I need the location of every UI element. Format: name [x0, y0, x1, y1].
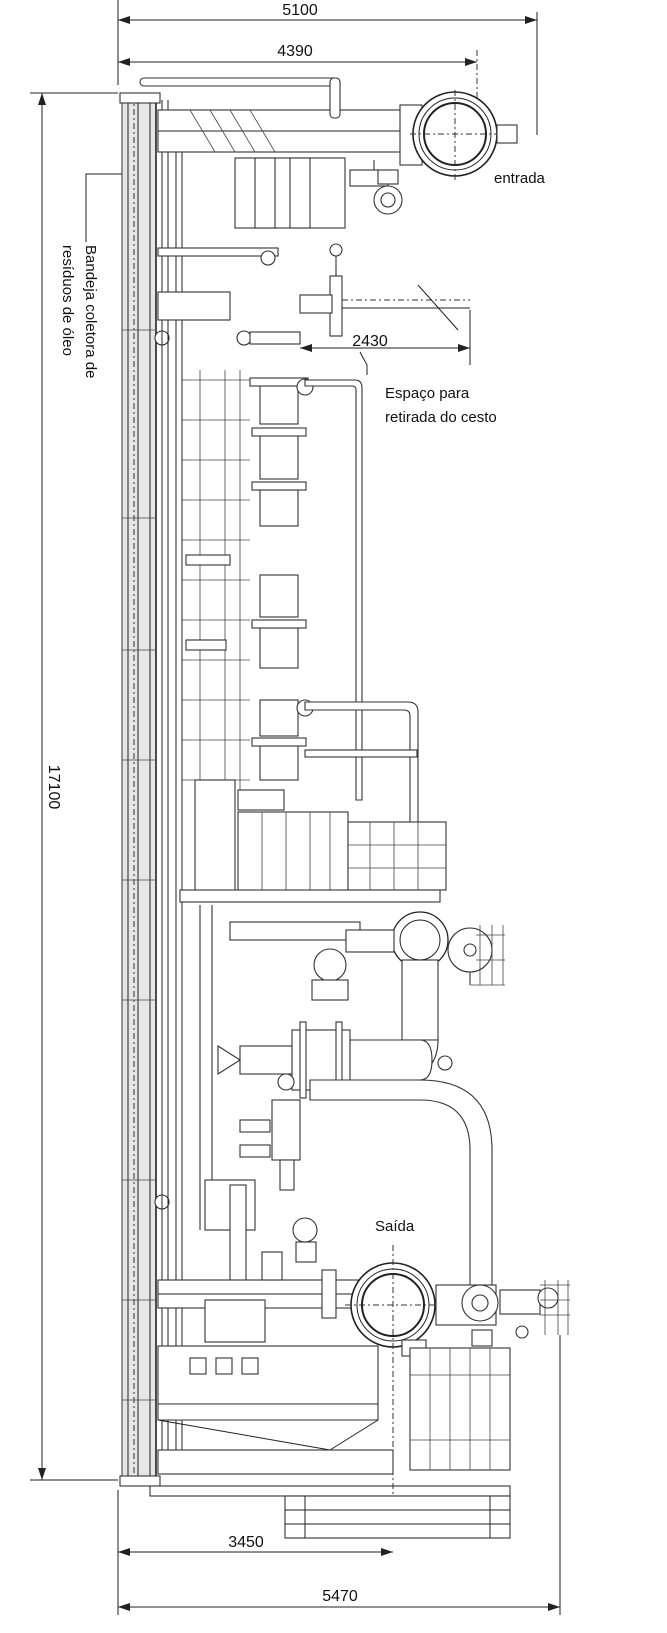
bottom-right-unit [409, 1347, 511, 1471]
inlet-valve [373, 90, 518, 215]
dimension-top-inner: 4390 [118, 43, 478, 100]
dimension-bottom-overall: 5470 [118, 1335, 561, 1615]
dimension-height-value: 17100 [45, 765, 62, 810]
outlet-valve [345, 1245, 570, 1500]
oil-tray-label-line1: Bandeja coletora de [82, 245, 99, 378]
oil-tray-callout: Bandeja coletora de resíduos de óleo [59, 173, 128, 378]
basket-space-label-line1: Espaço para [385, 385, 470, 402]
inlet-branch: 2430 Espaço para retirada do cesto [157, 243, 497, 426]
filter-housings [182, 370, 314, 800]
dimension-top-inner-value: 4390 [277, 43, 313, 60]
dimension-bottom-inner: 3450 [117, 1490, 393, 1615]
mid-exchanger [179, 779, 447, 1230]
dimension-height: 17100 [30, 92, 118, 1481]
outlet-section [157, 1217, 394, 1475]
dimension-bottom-inner-value: 3450 [228, 1534, 264, 1551]
dimension-bottom-overall-value: 5470 [322, 1588, 358, 1605]
oil-tray-label-line2: resíduos de óleo [59, 245, 76, 356]
basket-space-label-line2: retirada do cesto [385, 409, 497, 426]
inlet-label: entrada [494, 170, 546, 187]
dimension-top-overall: 5100 [117, 0, 538, 135]
bypass-pipes [304, 379, 419, 831]
dimension-top-overall-value: 5100 [282, 2, 318, 19]
outlet-label: Saída [375, 1218, 415, 1235]
skid-base-frame [119, 92, 511, 1497]
dimension-basket-clearance-value: 2430 [352, 333, 388, 350]
access-stairs [284, 1495, 511, 1539]
lower-discharge [204, 948, 493, 1301]
